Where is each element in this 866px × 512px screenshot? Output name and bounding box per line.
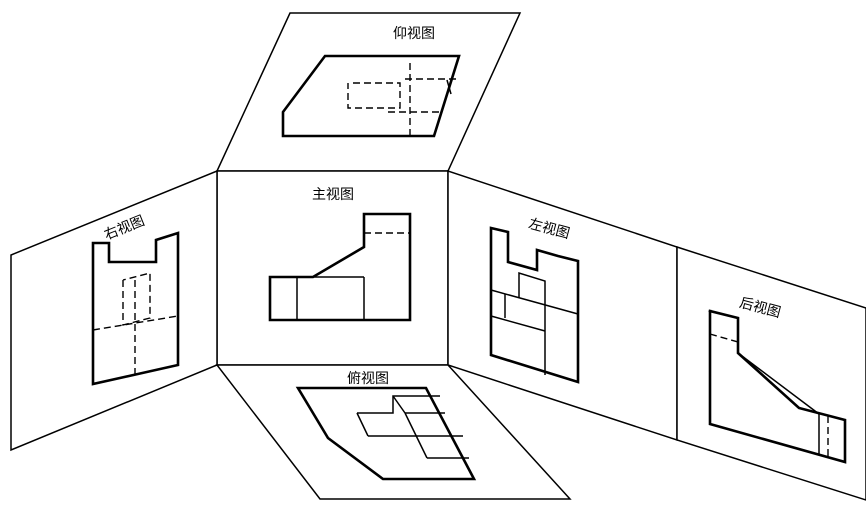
front-view-panel: 主视图 [216, 170, 449, 366]
bottom-view-panel: 仰视图 [215, 12, 522, 172]
right-view-drawing [91, 231, 180, 386]
back-view-panel: 后视图 [676, 245, 866, 501]
right-view-panel: 右视图 [10, 169, 218, 452]
top-view-drawing [295, 386, 477, 481]
front-view-label: 主视图 [312, 187, 354, 203]
left-view-panel: 左视图 [447, 169, 678, 442]
front-view-drawing [268, 212, 412, 322]
bottom-view-drawing [281, 54, 461, 138]
top-view-label: 俯视图 [347, 371, 389, 387]
back-view-drawing [708, 309, 847, 464]
left-view-drawing [489, 226, 580, 384]
top-view-panel: 俯视图 [215, 364, 572, 500]
bottom-view-label: 仰视图 [393, 26, 435, 42]
